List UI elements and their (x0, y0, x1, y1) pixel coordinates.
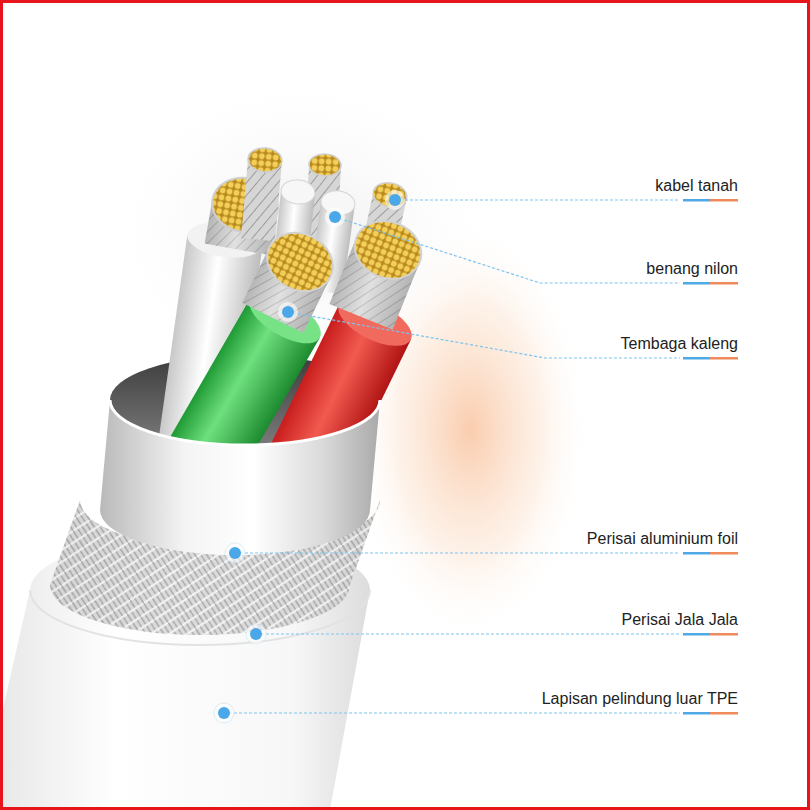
callout-label: Lapisan pelindung luar TPE (542, 689, 738, 708)
callout-label: benang nilon (646, 259, 738, 278)
callout-label: Tembaga kaleng (621, 334, 738, 353)
callout-label: Perisai Jala Jala (622, 610, 739, 629)
callout-label: kabel tanah (655, 176, 738, 195)
callout-label: Perisai aluminium foil (587, 529, 738, 548)
